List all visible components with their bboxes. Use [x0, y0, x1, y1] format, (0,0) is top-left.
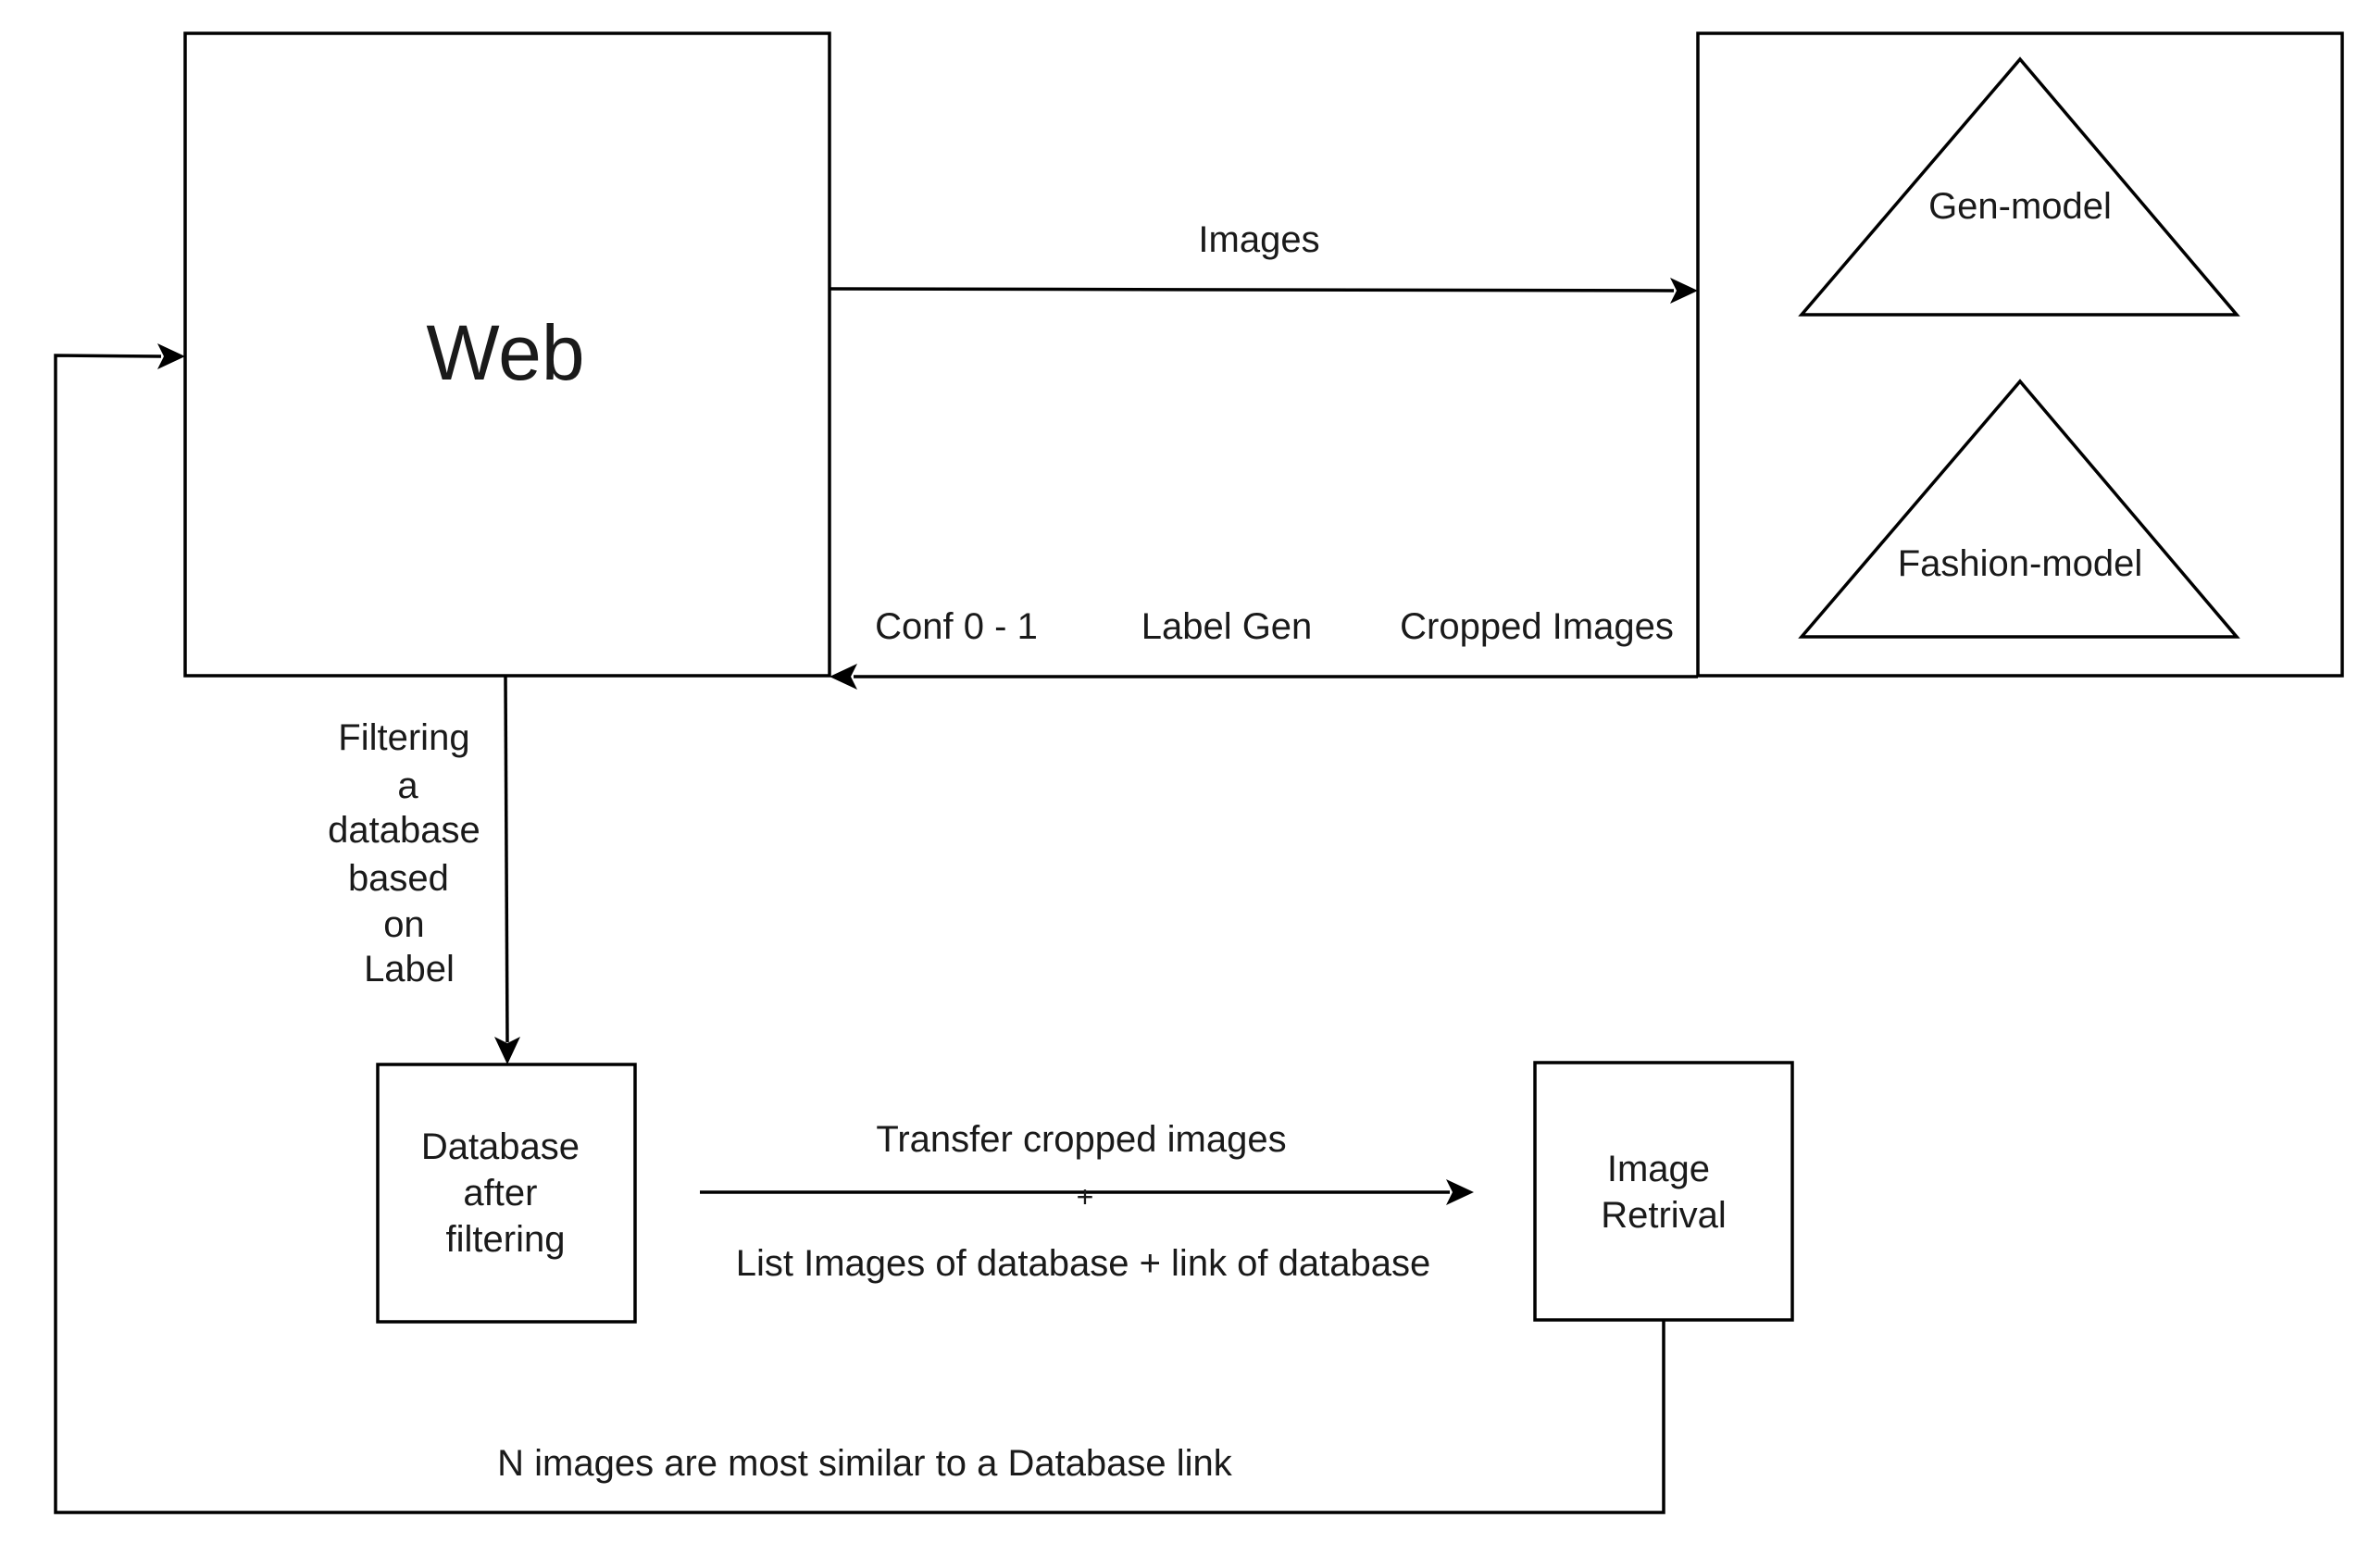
- database-line-1: Database: [421, 1126, 580, 1167]
- filtering-line-2: a: [397, 765, 418, 806]
- cropped-images-label: Cropped Images: [1400, 606, 1674, 647]
- transfer-label-bottom: List Images of database + link of databa…: [736, 1243, 1431, 1284]
- filtering-line-1: Filtering: [338, 717, 469, 758]
- models-container: Gen-model Fashion-model: [1696, 31, 2344, 678]
- transfer-label-plus: +: [1077, 1180, 1094, 1213]
- database-node: Database after filtering: [376, 1063, 637, 1324]
- fashion-model-label: Fashion-model: [1898, 543, 2143, 584]
- web-label: Web: [426, 309, 584, 396]
- images-edge-label: Images: [1198, 219, 1319, 260]
- return-link-label: N images are most similar to a Database …: [497, 1443, 1233, 1484]
- transfer-edge: Transfer cropped images + List Images of…: [700, 1119, 1474, 1284]
- filtering-line-3: database: [328, 810, 480, 851]
- database-label: Database after filtering: [421, 1126, 590, 1260]
- fashion-model-node: Fashion-model: [1798, 379, 2240, 639]
- filtering-line-4: based: [348, 858, 449, 899]
- image-retrieval-node: Image Retrival: [1533, 1061, 1794, 1322]
- label-gen-label: Label Gen: [1141, 606, 1313, 647]
- results-edge: Conf 0 - 1 Label Gen Cropped Images: [830, 606, 1698, 690]
- images-edge: Images: [829, 219, 1698, 304]
- transfer-label-top: Transfer cropped images: [876, 1119, 1286, 1160]
- filtering-line-5: on: [383, 904, 425, 945]
- image-retrieval-label: Image Retrival: [1601, 1149, 1727, 1236]
- return-link-edge: N images are most similar to a Database …: [54, 343, 1665, 1514]
- gen-model-label: Gen-model: [1928, 186, 2112, 227]
- filtering-edge: Filtering a database based on Label: [328, 676, 520, 1064]
- database-line-3: filtering: [446, 1219, 566, 1260]
- conf-label: Conf 0 - 1: [875, 606, 1038, 647]
- image-retrieval-line-2: Retrival: [1601, 1195, 1727, 1236]
- gen-model-node: Gen-model: [1798, 56, 2240, 317]
- filtering-label: Filtering a database based on Label: [328, 717, 491, 989]
- image-retrieval-line-1: Image: [1607, 1149, 1710, 1189]
- web-node: Web: [183, 31, 831, 678]
- database-line-2: after: [463, 1173, 537, 1213]
- filtering-line-6: Label: [364, 949, 455, 989]
